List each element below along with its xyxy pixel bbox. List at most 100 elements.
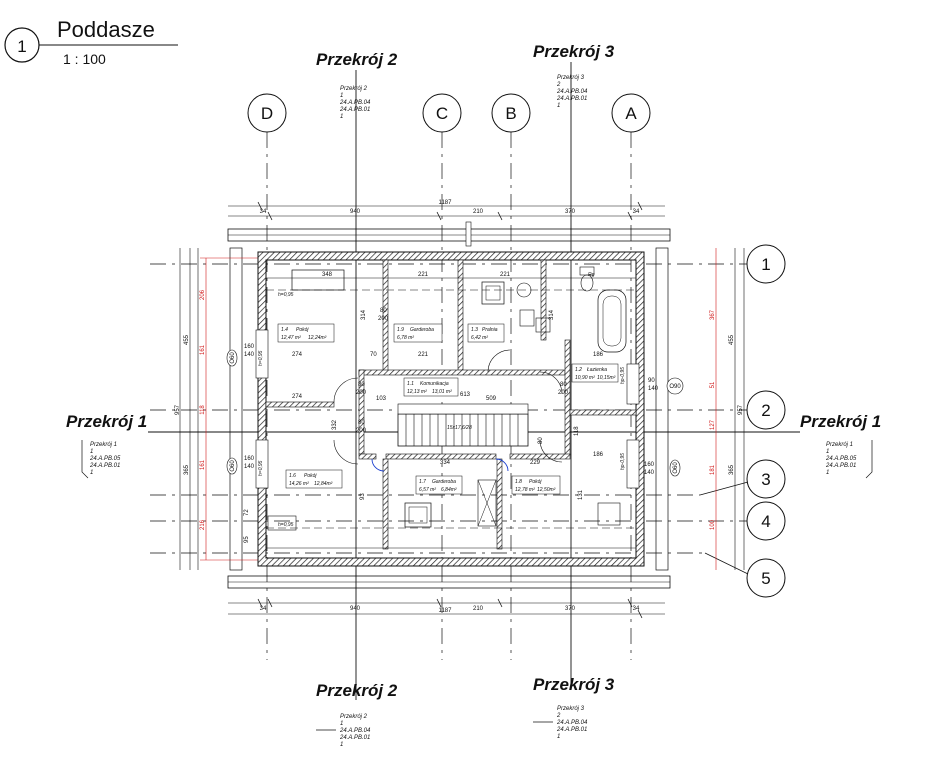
section-label-bottom-3: Przekrój 3 — [533, 675, 615, 694]
svg-text:O90: O90 — [669, 384, 681, 390]
svg-text:221: 221 — [500, 272, 511, 278]
svg-text:Przekrój 2: Przekrój 2 — [340, 714, 368, 720]
stair-label: 15x17,6/28 — [447, 425, 472, 431]
svg-text:1: 1 — [340, 742, 343, 748]
window-tag: O90 — [666, 377, 684, 395]
room-tag: 1.3 Pralnia 6,42 m² — [467, 323, 505, 343]
svg-text:O60: O60 — [230, 352, 236, 364]
svg-text:95: 95 — [244, 536, 250, 543]
svg-text:34: 34 — [260, 606, 267, 612]
svg-text:186: 186 — [593, 352, 604, 358]
svg-text:C: C — [436, 104, 448, 123]
svg-text:Garderoba: Garderoba — [432, 479, 456, 485]
svg-text:90: 90 — [648, 378, 655, 384]
misc-labels: h=0,95 h=0,95 hp-0,95 hp-0,95 h=0,95 h=0… — [258, 272, 626, 528]
axis-c: C — [422, 93, 462, 660]
section-ref-bottom-2: Przekrój 2 1 24.A.PB.04 24.A.PB.01 1 — [339, 714, 371, 748]
svg-text:10,15m²: 10,15m² — [597, 375, 616, 381]
svg-text:334: 334 — [440, 460, 451, 466]
svg-text:140: 140 — [648, 386, 659, 392]
svg-text:80: 80 — [358, 382, 365, 388]
svg-text:1: 1 — [557, 734, 560, 740]
section-ref-top-2: Przekrój 2 1 24.A.PB.04 24.A.PB.01 1 — [339, 86, 371, 120]
svg-text:6,57 m²: 6,57 m² — [419, 487, 436, 493]
svg-text:160: 160 — [244, 344, 255, 350]
svg-text:1: 1 — [90, 449, 93, 455]
svg-text:206: 206 — [200, 289, 206, 300]
svg-text:Łazienka: Łazienka — [587, 367, 607, 373]
svg-text:Pralnia: Pralnia — [482, 327, 498, 333]
svg-text:210: 210 — [473, 209, 484, 215]
svg-text:34: 34 — [633, 209, 640, 215]
svg-text:24.A.PB.04: 24.A.PB.04 — [556, 89, 588, 95]
svg-text:Rg: Rg — [588, 272, 595, 278]
svg-text:613: 613 — [460, 392, 471, 398]
svg-text:200: 200 — [356, 390, 367, 396]
svg-text:210: 210 — [473, 606, 484, 612]
svg-text:80: 80 — [560, 382, 567, 388]
title-block: 1 Poddasze 1 : 100 — [4, 17, 178, 67]
svg-text:h=0,95: h=0,95 — [278, 522, 294, 528]
axis-1: 1 — [150, 244, 786, 284]
section-ref-bottom-3: Przekrój 3 2 24.A.PB.04 24.A.PB.01 1 — [556, 706, 588, 740]
window-tag: O60 — [226, 457, 238, 475]
svg-text:1.2: 1.2 — [575, 367, 582, 373]
svg-text:O60: O60 — [673, 462, 679, 474]
svg-text:140: 140 — [244, 352, 255, 358]
svg-text:12,13 m²: 12,13 m² — [407, 389, 427, 395]
svg-text:10,90 m²: 10,90 m² — [575, 375, 595, 381]
svg-text:2: 2 — [761, 401, 770, 420]
svg-text:24.A.PB.05: 24.A.PB.05 — [89, 456, 121, 462]
svg-text:160: 160 — [244, 456, 255, 462]
svg-text:1: 1 — [340, 721, 343, 727]
axis-b: B — [491, 93, 531, 660]
desk-icon — [597, 502, 621, 526]
svg-text:140: 140 — [244, 464, 255, 470]
svg-text:118: 118 — [574, 426, 580, 436]
svg-text:12,50m²: 12,50m² — [537, 487, 556, 493]
axis-5: 5 — [150, 552, 786, 598]
svg-text:200: 200 — [558, 390, 569, 396]
washer-icon — [481, 281, 505, 305]
svg-text:4: 4 — [761, 512, 770, 531]
svg-text:5: 5 — [761, 569, 770, 588]
svg-text:365: 365 — [729, 464, 735, 475]
svg-text:Pokój: Pokój — [296, 327, 309, 333]
svg-text:221: 221 — [418, 272, 429, 278]
svg-text:Komunikacja: Komunikacja — [420, 381, 449, 387]
svg-text:h=0,95: h=0,95 — [278, 292, 294, 298]
svg-text:24.A.PB.01: 24.A.PB.01 — [89, 463, 120, 469]
svg-text:161: 161 — [200, 344, 206, 355]
svg-text:200: 200 — [356, 428, 367, 434]
svg-text:80: 80 — [380, 308, 387, 314]
svg-text:1187: 1187 — [439, 200, 453, 206]
bed-icon — [291, 269, 345, 291]
svg-text:hp-0,95: hp-0,95 — [620, 367, 626, 384]
svg-text:6,42 m²: 6,42 m² — [471, 335, 488, 341]
svg-text:348: 348 — [322, 272, 333, 278]
svg-text:Przekrój 2: Przekrój 2 — [340, 86, 368, 92]
svg-text:93: 93 — [360, 493, 366, 500]
svg-text:200: 200 — [378, 316, 389, 322]
svg-text:161: 161 — [200, 459, 206, 470]
svg-text:Przekrój 1: Przekrój 1 — [90, 442, 117, 448]
grid-axes: D C B A 1 2 3 — [150, 93, 786, 660]
window-tag: O60 — [669, 459, 681, 477]
axis-d: D — [247, 93, 287, 660]
axis-4: 4 — [150, 501, 786, 541]
svg-text:1.9: 1.9 — [397, 327, 404, 333]
svg-text:24.A.PB.04: 24.A.PB.04 — [339, 728, 371, 734]
svg-text:1: 1 — [557, 103, 560, 109]
svg-text:455: 455 — [184, 334, 190, 345]
svg-text:B: B — [505, 104, 516, 123]
svg-text:80: 80 — [358, 420, 365, 426]
section-label-top-2: Przekrój 2 — [316, 50, 398, 69]
svg-text:13,01 m²: 13,01 m² — [432, 389, 452, 395]
svg-text:12,84m²: 12,84m² — [314, 481, 333, 487]
svg-text:1: 1 — [826, 449, 829, 455]
svg-text:367: 367 — [710, 309, 716, 320]
svg-text:24.A.PB.05: 24.A.PB.05 — [825, 456, 857, 462]
room-labels: 1.4 Pokój 12,47 m² 12,24m² 1.9 Garderoba… — [277, 323, 619, 495]
svg-text:186: 186 — [593, 452, 604, 458]
